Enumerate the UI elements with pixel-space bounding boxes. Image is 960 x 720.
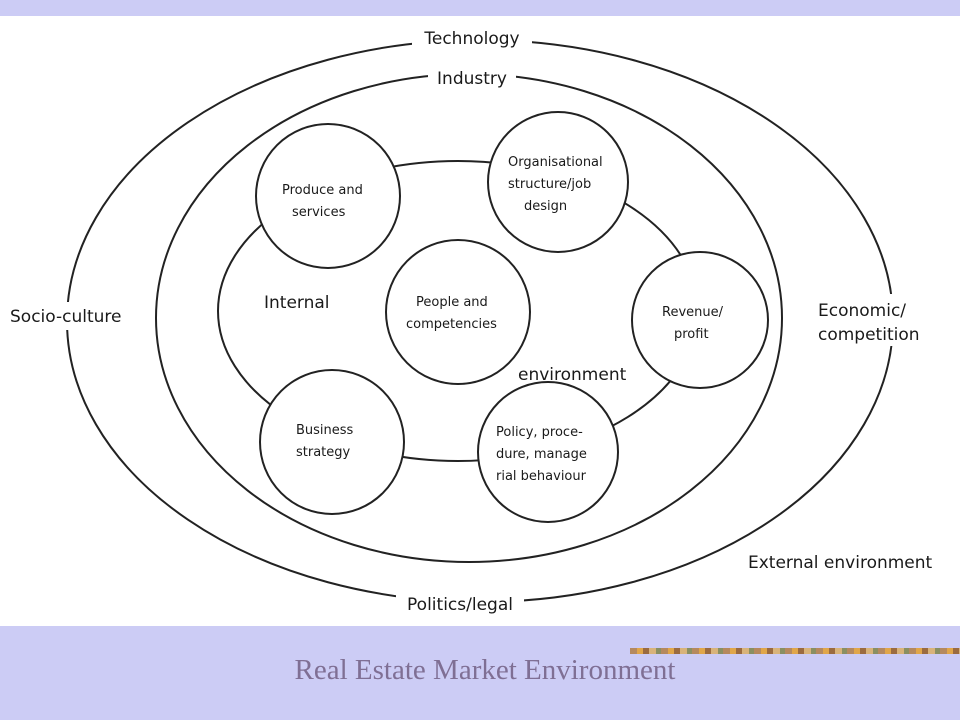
svg-text:Revenue/: Revenue/ bbox=[662, 305, 724, 320]
industry-label: Industry bbox=[437, 69, 507, 89]
slide-title: Real Estate Market Environment bbox=[294, 654, 676, 686]
svg-text:Produce and: Produce and bbox=[282, 183, 363, 198]
svg-text:Business: Business bbox=[296, 423, 354, 438]
node-business-strategy: Business strategy bbox=[259, 369, 405, 515]
svg-text:structure/job: structure/job bbox=[508, 177, 591, 192]
internal-label: Internal bbox=[264, 293, 330, 313]
node-organisational-structure: Organisational structure/job design bbox=[487, 111, 629, 253]
svg-text:Policy, proce-: Policy, proce- bbox=[496, 425, 583, 440]
footer-band bbox=[0, 626, 960, 720]
node-policy-procedure: Policy, proce- dure, manage rial behavio… bbox=[477, 381, 619, 523]
economic-label: Economic/ bbox=[818, 301, 906, 321]
external-environment-label: External environment bbox=[748, 553, 933, 573]
socio-culture-label: Socio-culture bbox=[10, 307, 121, 327]
environment-label: environment bbox=[518, 365, 627, 385]
node-people-competencies: People and competencies bbox=[385, 239, 531, 385]
decorative-stripe bbox=[630, 648, 960, 654]
node-revenue-profit: Revenue/ profit bbox=[631, 251, 769, 389]
svg-text:design: design bbox=[524, 199, 567, 214]
svg-text:profit: profit bbox=[674, 327, 709, 342]
competition-label: competition bbox=[818, 325, 920, 345]
svg-text:Organisational: Organisational bbox=[508, 155, 603, 170]
environment-diagram: Technology Industry Politics/legal Socio… bbox=[10, 29, 933, 615]
top-band bbox=[0, 0, 960, 16]
svg-text:strategy: strategy bbox=[296, 445, 351, 460]
svg-text:competencies: competencies bbox=[406, 317, 497, 332]
svg-text:services: services bbox=[292, 205, 346, 220]
svg-text:rial behaviour: rial behaviour bbox=[496, 469, 587, 484]
politics-legal-label: Politics/legal bbox=[407, 595, 513, 615]
node-produce-services: Produce and services bbox=[255, 123, 401, 269]
svg-text:dure, manage: dure, manage bbox=[496, 447, 587, 462]
svg-text:People and: People and bbox=[416, 295, 488, 310]
technology-label: Technology bbox=[423, 29, 519, 49]
